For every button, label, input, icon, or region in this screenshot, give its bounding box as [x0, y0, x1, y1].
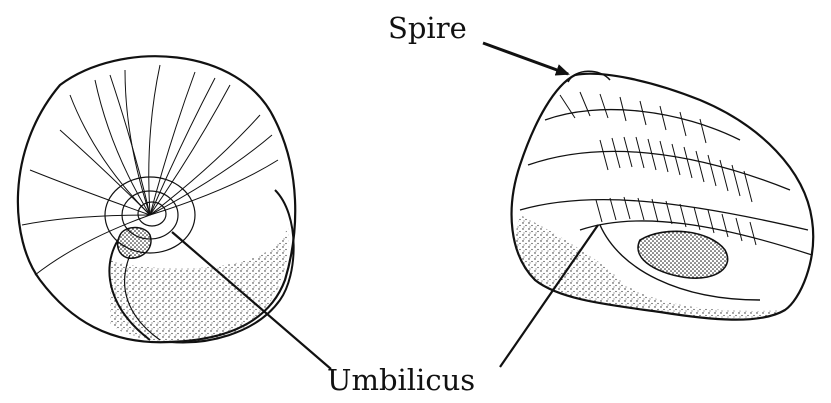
- spire-label: Spire: [388, 14, 467, 43]
- snail-shell-side-view: [512, 71, 814, 319]
- umbilicus-label: Umbilicus: [327, 366, 475, 395]
- spire-arrow: [483, 43, 568, 74]
- snail-shell-umbilical-view: [18, 56, 295, 343]
